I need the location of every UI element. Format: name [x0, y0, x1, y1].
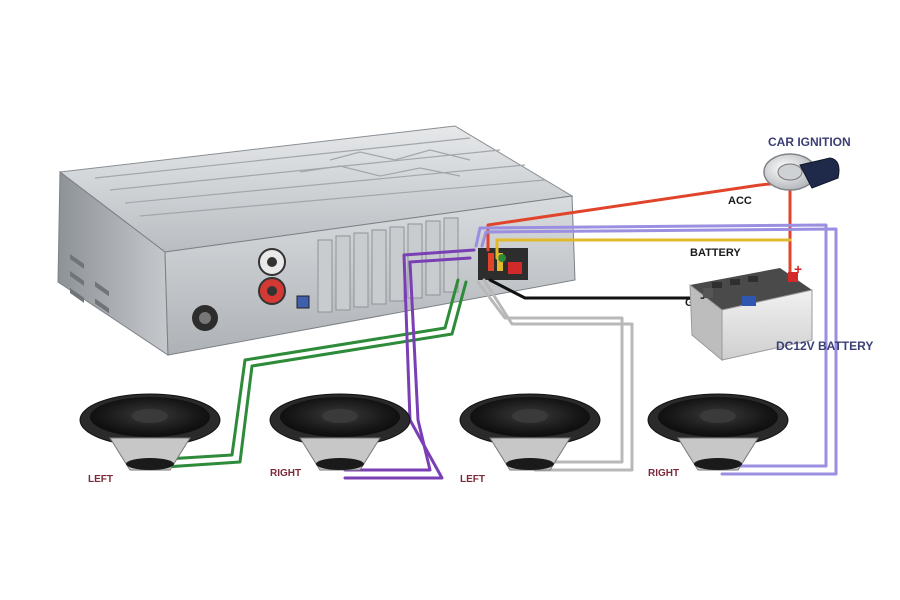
speakers [79, 393, 789, 471]
rca-jack-red [258, 277, 286, 305]
speaker-4 [647, 393, 789, 471]
head-unit [57, 125, 576, 356]
battery-negative-terminal [703, 288, 713, 298]
car-ignition [763, 153, 840, 191]
speaker-3 [459, 393, 601, 471]
speaker-4-label: RIGHT [648, 468, 679, 479]
speaker-2 [269, 393, 411, 471]
speaker-4-wire-a [474, 223, 828, 468]
speaker-3-wire-a [476, 280, 624, 464]
wiring-harness-connector [478, 248, 528, 280]
battery-label: DC12V BATTERY [776, 339, 873, 353]
battery-wire [495, 238, 792, 260]
blue-connector [296, 295, 310, 309]
ignition-key-icon [799, 157, 840, 189]
speaker-2-wire-a [343, 256, 472, 472]
acc-label: ACC [728, 195, 752, 207]
speaker-4-wire-b [480, 227, 838, 476]
speaker-2-label: RIGHT [270, 468, 301, 479]
battery-minus-sign: - [700, 289, 705, 305]
battery-positive-terminal [788, 272, 798, 282]
head-unit-back [164, 195, 576, 356]
speaker-1 [79, 393, 221, 471]
speaker-1-wire-a [148, 278, 460, 462]
speaker-1-label: LEFT [88, 474, 113, 485]
head-unit-top-ribs [94, 137, 546, 217]
car-ignition-label: CAR IGNITION [768, 135, 851, 149]
battery-wire-label: BATTERY [690, 247, 741, 259]
speaker-3-label: LEFT [460, 474, 485, 485]
speaker-3-wire-b [482, 278, 634, 472]
head-unit-side-vents [70, 254, 109, 314]
rca-jack-white [258, 248, 286, 276]
wires [148, 180, 838, 480]
ground-wire [488, 278, 737, 300]
battery-plus-sign: + [794, 261, 802, 277]
antenna-port [192, 305, 218, 331]
speaker-1-wire-b [148, 280, 468, 470]
car-battery [689, 268, 813, 362]
